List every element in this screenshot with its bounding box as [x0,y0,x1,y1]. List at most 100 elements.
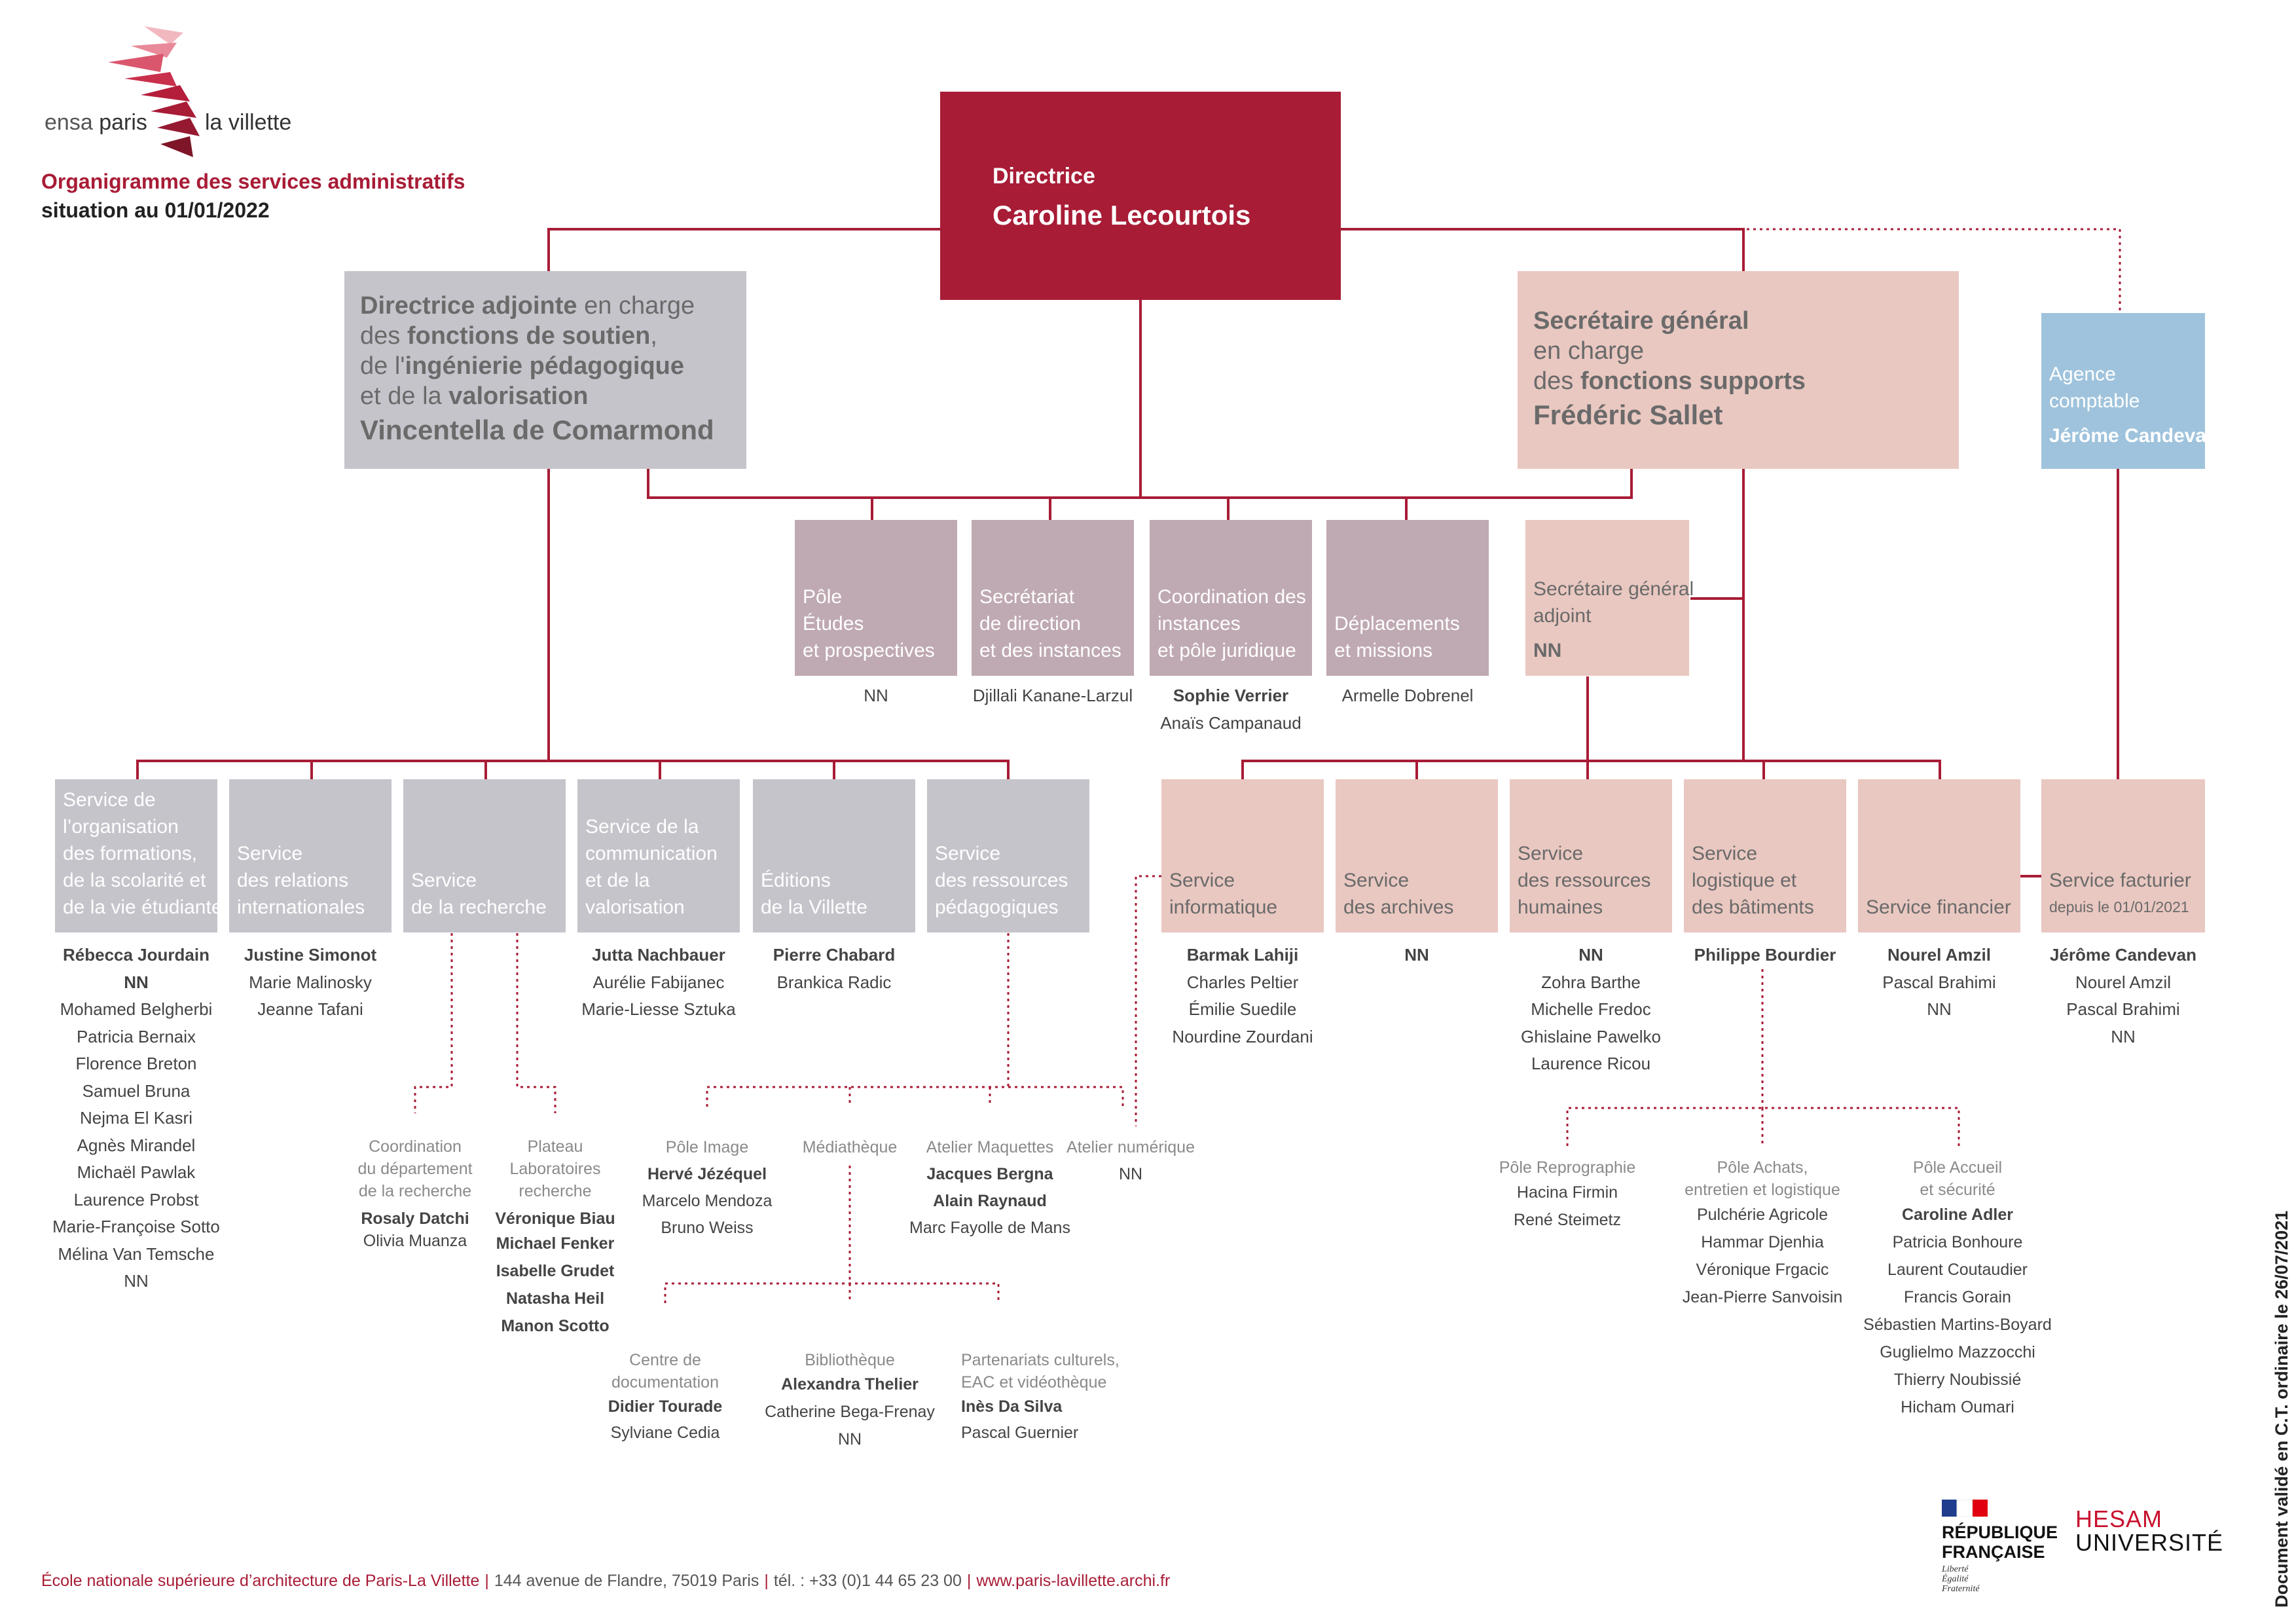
hesam-logo: HESAM UNIVERSITÉ [2075,1507,2223,1555]
hesam-line1: HESAM [2075,1505,2163,1532]
coordination-line1: Coordination des [1157,586,1306,608]
service-line: Service de la [585,816,699,838]
person-lead: Alain Raynaud [933,1192,1047,1210]
service-archives-box: Service des archives [1336,779,1498,932]
service-communication-people: Jutta Nachbauer Aurélie Fabijanec Marie-… [571,942,746,1024]
sub-title: Pôle Image [665,1138,749,1156]
person: Laurent Coutaudier [1887,1261,2028,1279]
pole-accueil-securite: Pôle Accueil et sécurité Caroline Adler … [1859,1156,2056,1421]
service-line: des formations, [63,843,198,864]
service-line: Service [1343,870,1410,891]
service-line: communication [585,843,718,864]
person: Agnès Mirandel [77,1135,196,1155]
sga-line2: adjoint [1533,605,1592,627]
service-line: Service [1518,843,1584,864]
rf-motto: Fraternité [1942,1584,1980,1594]
person: Pascal Brahimi [1882,972,1996,992]
person-lead: Philippe Bourdier [1694,945,1836,965]
person: Patricia Bonhoure [1892,1233,2023,1251]
logo-text: ensa paris [45,110,147,136]
person-lead: Caroline Adler [1902,1206,2013,1224]
sub-title: du département [357,1160,473,1178]
sub-title: Atelier numérique [1066,1138,1195,1156]
deplacements-missions-box: Déplacements et missions [1326,520,1489,676]
service-line: Service [411,870,477,891]
service-formations-people: Rébecca Jourdain NN Mohamed Belgherbi Pa… [42,942,230,1295]
deputy-valorisation: valorisation [448,382,589,410]
person-lead: Natasha Heil [505,1289,605,1308]
person-lead: Michael Fenker [496,1234,615,1253]
person-lead: Jérôme Candevan [2050,945,2196,965]
person: Patricia Bernaix [76,1026,196,1046]
sga-name: NN [1533,640,1562,661]
person-lead: Pierre Chabard [773,945,896,965]
deputy-support-functions: fonctions de soutien [407,322,651,350]
spiral-staircase-logo-icon [108,26,200,157]
service-line: Service financier [1866,896,2011,918]
person: Florence Breton [75,1054,197,1073]
person: Anaïs Campanaud [1160,712,1302,733]
sga-line1: Secrétaire général [1533,578,1694,600]
service-relations-internationales-box: Service des relations internationales [229,779,392,932]
service-facturier-box: Service facturier depuis le 01/01/2021 [2041,779,2205,932]
recherche-coordination: Coordination du département de la recher… [337,1135,494,1252]
deputy-name: Vincentella de Comarmond [360,415,714,445]
footer-website-link[interactable]: www.paris-lavillette.archi.fr [976,1572,1171,1590]
deputy-role-suffix: en charge [577,292,695,320]
deputy-line3-prefix: de l' [360,352,405,380]
rf-motto: Égalité [1942,1574,1969,1584]
person-lead: Hervé Jézéquel [647,1165,767,1183]
pole-reprographie: Pôle Reprographie Hacina Firmin René Ste… [1482,1156,1652,1234]
person: Charles Peltier [1186,972,1299,992]
person: Mohamed Belgherbi [60,999,213,1019]
sub-title: Bibliothèque [805,1351,895,1369]
deplacements-line1: Déplacements [1334,613,1460,635]
person: Armelle Dobrenel [1341,686,1474,705]
director-name: Caroline Lecourtois [993,200,1251,231]
person: Marie-Liesse Sztuka [581,999,736,1019]
person: Laurence Ricou [1531,1054,1651,1073]
person: Marie-Françoise Sotto [52,1217,220,1236]
sub-title: de la recherche [358,1182,472,1200]
secretariat-line2: de direction [979,613,1082,635]
person: NN [864,686,888,705]
person-lead: Manon Scotto [501,1317,610,1335]
service-line: Éditions [761,870,831,891]
service-line: humaines [1518,896,1603,918]
service-facturier-date: depuis le 01/01/2021 [2049,898,2189,915]
service-line: Service [237,843,303,864]
person: Francis Gorain [1904,1288,2011,1306]
service-line: informatique [1169,896,1278,918]
deplacements-people: Armelle Dobrenel [1326,682,1489,710]
person-lead: Isabelle Grudet [496,1262,615,1280]
service-recherche-box: Service de la recherche [403,779,566,932]
person-lead: NN [1404,945,1429,965]
service-financier-box: Service financier [1858,779,2020,932]
person-lead: Didier Tourade [608,1397,723,1416]
service-line: logistique et [1692,870,1797,891]
person: NN [837,1430,862,1449]
person-lead: Jacques Bergna [926,1165,1053,1183]
service-line: de la recherche [411,896,547,918]
person-lead: Nourel Amzil [1887,945,1991,965]
sub-title: Plateau [527,1137,583,1156]
person: Jeanne Tafani [257,999,363,1019]
service-line: Service [935,843,1001,864]
service-ressources-humaines-people: NN Zohra Barthe Michelle Fredoc Ghislain… [1510,942,1672,1078]
sub-title: et sécurité [1920,1181,1995,1199]
pole-etudes-line2: Études [803,613,864,635]
republique-francaise-logo: RÉPUBLIQUE FRANÇAISE Liberté Égalité Fra… [1942,1499,2058,1594]
accounting-agency-box: Agence comptable Jérôme Candevan [2041,313,2218,469]
service-line: Service de [63,789,156,811]
person: Ghislaine Pawelko [1521,1026,1661,1046]
footer-address: 144 avenue de Flandre, 75019 Paris [494,1572,759,1590]
service-line: internationales [237,896,365,918]
director-role: Directrice [993,164,1095,189]
person-lead: Sophie Verrier [1173,686,1289,705]
person: Bruno Weiss [661,1219,754,1237]
deplacements-line2: et missions [1334,640,1433,661]
mediatheque: Médiathèque [784,1134,915,1161]
marianne-flag-icon [1942,1499,1988,1517]
person: Nejma El Kasri [80,1108,192,1128]
agence-line1: Agence [2049,363,2116,385]
